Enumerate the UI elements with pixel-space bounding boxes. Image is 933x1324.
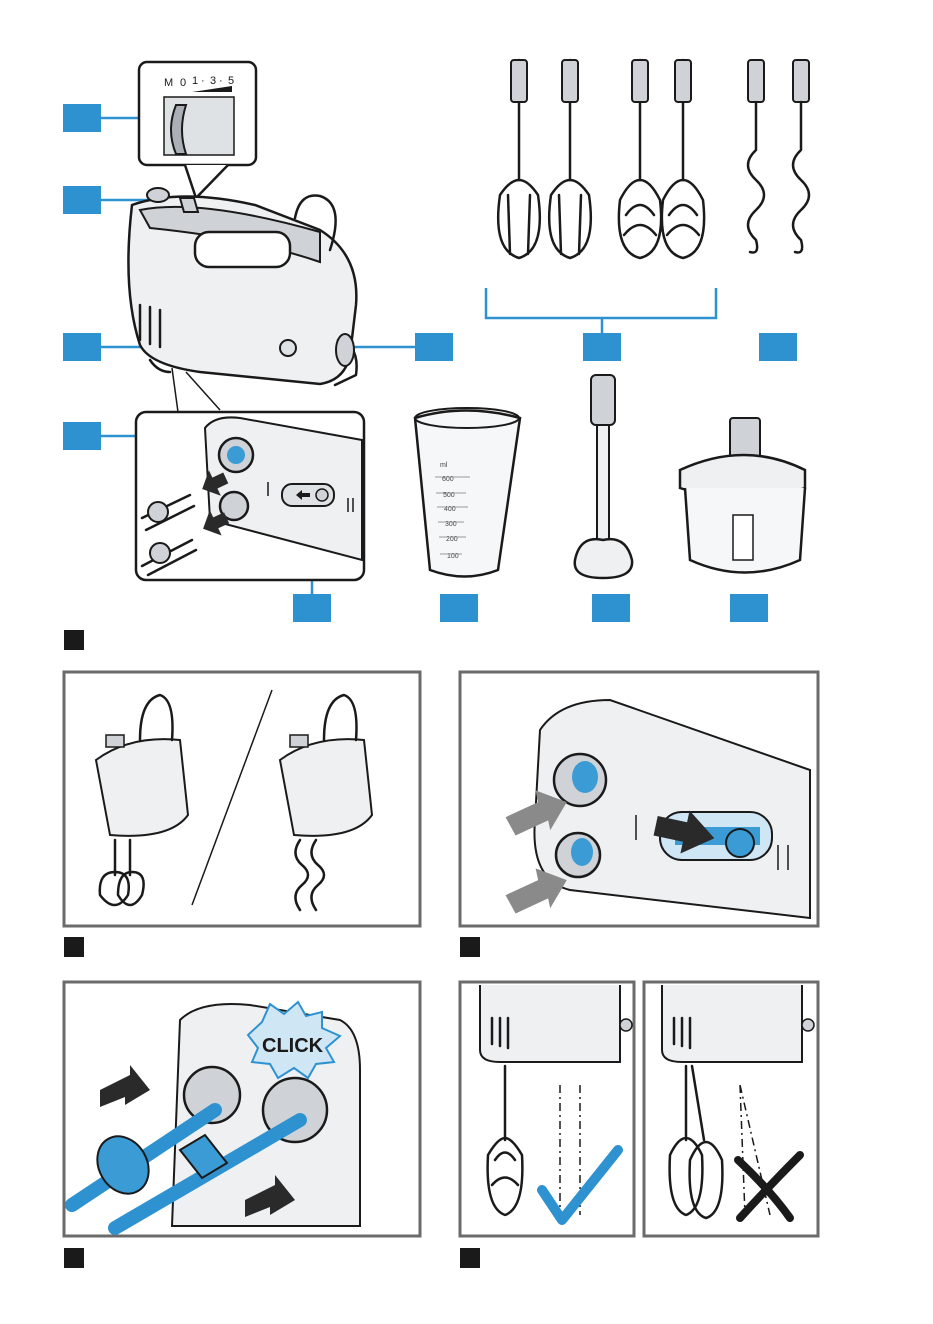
figure-5-alignment (460, 982, 818, 1268)
callout-box-11 (730, 594, 768, 622)
mixer-with-hooks (280, 695, 372, 910)
dial-inset: M 0 1 · 3 · 5 (139, 62, 256, 198)
beaters-pair (498, 60, 591, 258)
dough-hooks-pair (748, 60, 809, 253)
blender-attachment (575, 375, 632, 578)
incorrect-example (662, 985, 814, 1218)
dial-label-m: M (164, 77, 173, 89)
callout-box-4 (63, 422, 101, 450)
callout-box-9 (440, 594, 478, 622)
dial-dot-1: · (201, 75, 205, 87)
hand-mixer-body (128, 188, 356, 385)
measuring-jug: ml 600 500 400 300 200 100 (415, 408, 520, 577)
callout-box-2 (63, 186, 101, 214)
figure-3-number-box (460, 937, 480, 957)
callout-box-10 (592, 594, 630, 622)
figure-4-number-box (64, 1248, 84, 1268)
leader-line-6 (486, 288, 716, 333)
dial-label-1: 1 (192, 75, 198, 87)
figure-3-sockets (460, 672, 818, 957)
whisks-pair (619, 60, 704, 258)
figure-2-number-box (64, 937, 84, 957)
dial-label-3: 3 (210, 75, 216, 87)
click-label: CLICK (262, 1035, 324, 1057)
figure-5-number-box (460, 1248, 480, 1268)
callout-box-3 (63, 333, 101, 361)
mixer-with-beaters (96, 695, 188, 905)
dial-dot-2: · (219, 75, 223, 87)
chopper-attachment (680, 418, 805, 573)
figure-4-insert: CLICK (64, 982, 420, 1268)
figure-2-usage (64, 672, 420, 957)
callout-box-7 (759, 333, 797, 361)
callout-box-1 (63, 104, 101, 132)
dial-label-0: 0 (180, 77, 186, 89)
figure-1-number-box (64, 630, 84, 650)
callout-box-6 (583, 333, 621, 361)
dial-label-5: 5 (228, 75, 234, 87)
underside-inset (136, 368, 364, 580)
jug-unit: ml (440, 462, 448, 469)
callout-box-5 (415, 333, 453, 361)
callout-box-8 (293, 594, 331, 622)
correct-example (480, 985, 632, 1220)
figure-1-overview: M 0 1 · 3 · 5 (63, 60, 809, 650)
